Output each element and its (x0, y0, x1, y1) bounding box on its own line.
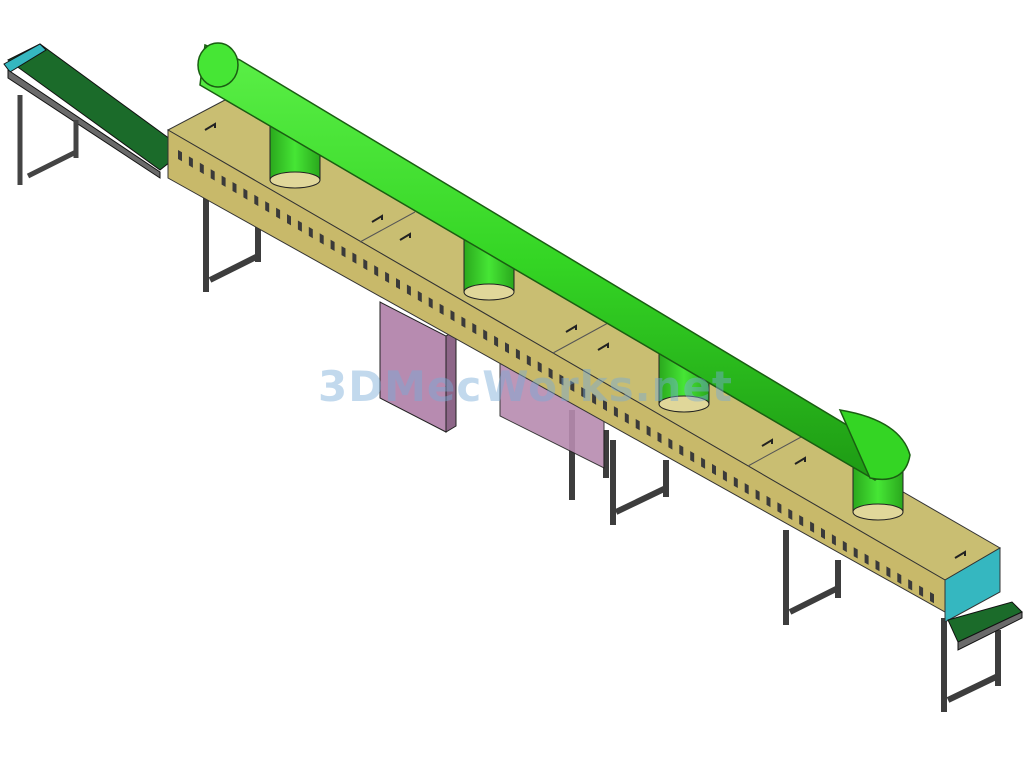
vent-slot (363, 258, 368, 271)
vent-slot (319, 233, 324, 245)
vent-slot (864, 553, 869, 565)
vent-slot (712, 463, 716, 476)
vent-slot (886, 566, 891, 578)
vent-slot (374, 265, 379, 277)
vent-slot (908, 579, 913, 591)
vent-slot (243, 188, 248, 200)
vent-slot (657, 431, 662, 444)
vent-slot (221, 175, 226, 187)
vent-slot (624, 412, 629, 424)
vent-slot (733, 476, 738, 489)
vent-slot (461, 316, 466, 328)
vent-slot (897, 572, 902, 585)
vent-slot (930, 591, 934, 604)
vent-slot (777, 502, 782, 514)
vent-slot (265, 201, 270, 213)
vent-slot (472, 323, 477, 335)
vent-slot (646, 425, 651, 437)
vent-slot (188, 156, 193, 168)
vent-slot (679, 444, 684, 457)
vent-slot (406, 284, 411, 296)
vent-slot (417, 290, 422, 303)
vent-slot (755, 489, 760, 501)
vent-slot (505, 342, 509, 354)
vent-slot (439, 303, 444, 316)
vent-slot (210, 169, 215, 181)
vent-slot (592, 393, 597, 405)
outfeed-conveyor (947, 601, 1023, 651)
vent-slot (287, 214, 291, 226)
vent-slot (875, 560, 880, 572)
vent-slot (842, 540, 847, 553)
vent-slot (396, 278, 400, 290)
vent-slot (537, 361, 542, 373)
vent-slot (548, 367, 553, 380)
vent-slot (428, 297, 433, 309)
infeed-conveyor (3, 43, 186, 185)
vent-slot (276, 207, 281, 220)
vent-slot (603, 399, 607, 412)
vent-slot (515, 348, 520, 360)
vent-slot (450, 310, 455, 322)
vent-slot (199, 162, 204, 175)
vent-slot (788, 508, 793, 521)
vent-slot (308, 226, 313, 239)
vent-slot (701, 457, 706, 469)
exhaust-manifold-pipe (197, 42, 911, 481)
vent-slot (341, 246, 346, 258)
vent-slot (254, 194, 259, 207)
vent-slot (570, 380, 575, 392)
vent-slot (385, 271, 390, 284)
vent-slot (635, 418, 640, 431)
vent-slot (232, 181, 237, 194)
vent-slot (919, 585, 924, 597)
vent-slot (744, 483, 749, 495)
vent-slot (581, 387, 586, 399)
vent-slot (613, 406, 618, 418)
support-legs (203, 195, 1001, 712)
vent-slot (483, 329, 488, 341)
vent-slot (799, 515, 804, 527)
vent-slot (526, 354, 531, 367)
vent-slot (352, 252, 357, 264)
vent-slot (494, 335, 499, 348)
vent-slot (668, 438, 673, 450)
vent-slot (810, 521, 815, 533)
vent-slot (853, 547, 858, 559)
vent-slot (766, 495, 771, 508)
vent-slot (178, 150, 182, 162)
vent-slot (722, 470, 727, 482)
vent-slot (821, 527, 825, 540)
vent-slot (559, 374, 564, 386)
vent-slot (297, 220, 302, 232)
vent-slot (831, 534, 836, 546)
lid-handles (204, 122, 966, 559)
vent-slot (690, 451, 695, 463)
vent-slot (330, 239, 335, 252)
